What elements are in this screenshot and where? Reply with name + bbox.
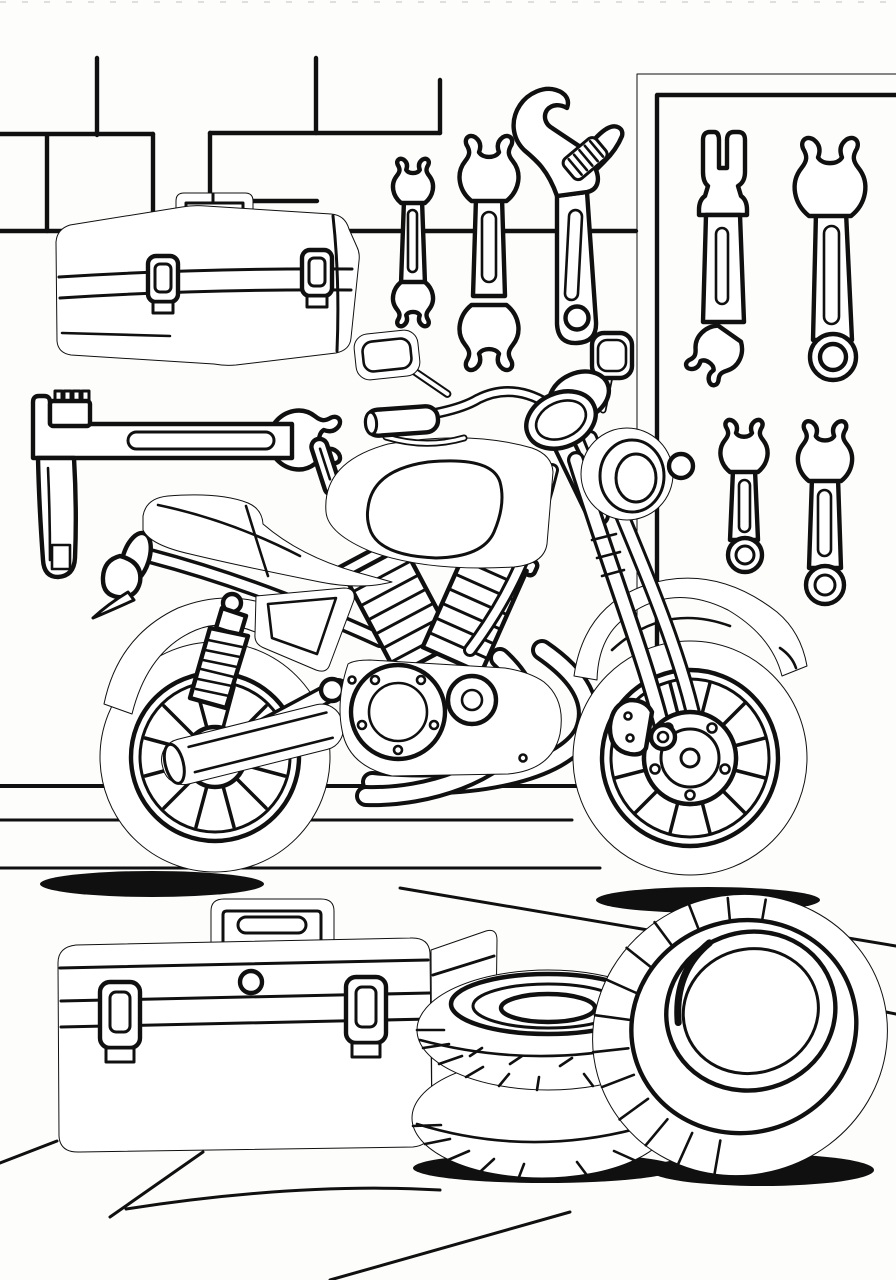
- floor-toolbox-handle: [210, 898, 335, 949]
- brake-caliper: [607, 697, 655, 757]
- shelf-toolbox-latch-left: [145, 253, 181, 315]
- trio-small-wrench: [391, 156, 435, 329]
- mirror-left: [353, 329, 452, 398]
- adjustable-wrench-knurl: [561, 136, 609, 182]
- grip: [363, 404, 441, 438]
- crankcase-cover: [348, 662, 448, 762]
- headlight: [580, 427, 696, 521]
- subframe-tube: [142, 548, 388, 648]
- leaning-tire-rim: [664, 929, 838, 1093]
- leaning-tire-inner-shadow: [674, 939, 713, 1027]
- shelf-toolbox: [55, 192, 360, 366]
- monkey-wrench: [30, 389, 342, 580]
- taillight: [91, 530, 153, 620]
- tire-center-hole: [498, 991, 598, 1025]
- shelf-toolbox-body: [55, 205, 360, 366]
- motorcycle: [91, 329, 808, 876]
- big-combo-wrench: [795, 138, 866, 383]
- flare-nut-wrench: [680, 129, 748, 390]
- floor-lines-front: [0, 1139, 442, 1219]
- small-combo-wrench-right: [798, 421, 852, 607]
- axle-nut: [648, 722, 678, 752]
- adjustable-wrench-head: [511, 86, 625, 199]
- shock-absorber: [187, 591, 251, 711]
- small-combo-wrench-left: [720, 420, 767, 575]
- floor-toolbox-latch-right: [343, 974, 389, 1059]
- fuel-tank: [325, 437, 554, 569]
- headlight-knob: [666, 451, 696, 481]
- front-hub: [607, 697, 739, 807]
- seat: [142, 494, 393, 587]
- floor-toolbox-latch-left: [97, 979, 143, 1064]
- muffler: [161, 703, 344, 786]
- side-panel: [254, 587, 355, 672]
- shelf-toolbox-latch-right: [299, 247, 335, 309]
- gauges: [524, 369, 612, 451]
- rear-wheel-shadow: [40, 871, 264, 897]
- leaning-tire: [591, 893, 888, 1177]
- clutch-cover: [445, 673, 499, 727]
- floor-toolbox-button: [237, 968, 265, 996]
- engine: [332, 530, 562, 777]
- trio-medium-wrench: [460, 136, 519, 370]
- adjustable-wrench: [511, 86, 625, 346]
- monkey-wrench-jaw: [47, 389, 93, 429]
